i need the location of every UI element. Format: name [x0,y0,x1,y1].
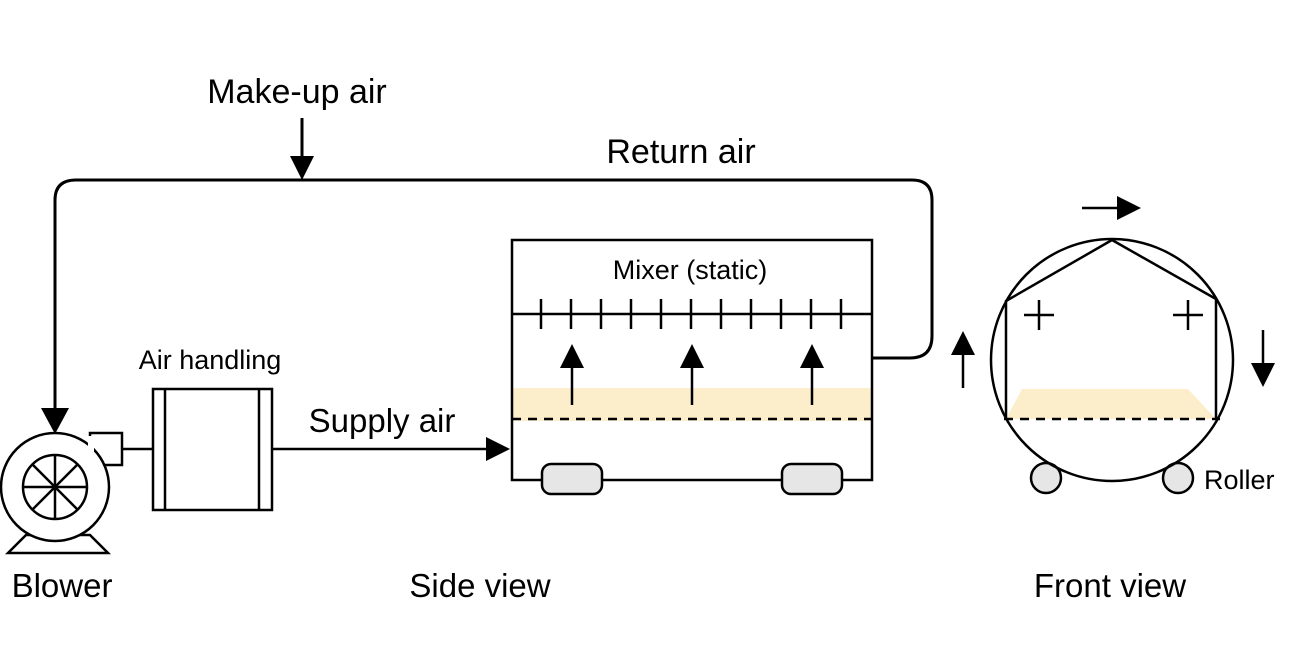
supply-air-arrowhead [486,437,510,461]
roller-label: Roller [1204,465,1275,495]
mixer-label: Mixer (static) [613,255,768,285]
side-view-wheel-right [780,462,844,496]
front-view-drum [989,237,1235,495]
makeup-air-label: Make-up air [207,73,387,111]
side-view-wheel-left [540,462,604,496]
air-handling-label: Air handling [139,345,282,375]
return-air-label: Return air [606,133,755,171]
rotation-down-arrowhead [1251,363,1275,387]
side-view-label: Side view [409,567,550,604]
air-handling-unit [151,387,274,512]
rotation-right-arrowhead [1117,196,1141,220]
front-view-roller-left [1029,461,1063,495]
blower-fan-icon [0,431,124,555]
blower-label: Blower [12,567,113,604]
supply-air-label: Supply air [309,402,456,439]
mixer-paddles [539,299,843,329]
rotation-up-arrowhead [951,331,975,355]
side-view-drum [510,238,874,496]
front-view-roller-right [1161,461,1195,495]
airflow-up-arrows [560,344,824,405]
return-air-arrowhead [41,408,69,434]
makeup-air-arrowhead [290,156,314,180]
front-view-label: Front view [1034,567,1186,604]
return-air-duct [53,178,934,412]
